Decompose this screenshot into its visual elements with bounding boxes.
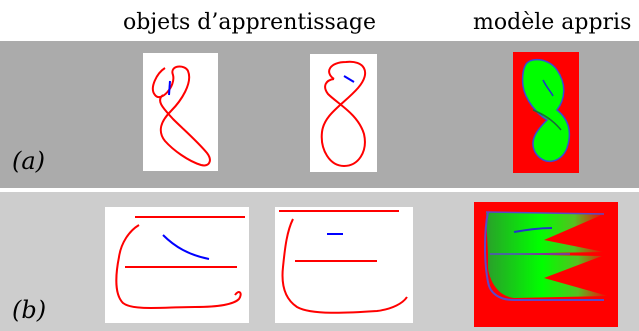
blue-stroke — [344, 76, 354, 82]
row-b-training-sketch-2 — [275, 207, 413, 323]
model-lower-wedge — [488, 254, 608, 298]
model-shape — [523, 60, 570, 162]
header-training-objects: objets d’apprentissage — [123, 10, 376, 36]
red-stroke-contour — [283, 219, 407, 313]
model-upper-wedge — [486, 212, 604, 254]
row-b-learned-model — [474, 202, 618, 327]
row-b-label: (b) — [12, 296, 46, 324]
red-stroke — [153, 66, 210, 165]
header-learned-model: modèle appris — [473, 10, 631, 36]
row-a-training-sketch-2 — [310, 54, 377, 172]
row-a-label: (a) — [12, 147, 45, 175]
blue-stroke — [163, 235, 209, 259]
row-a-learned-model — [513, 52, 579, 173]
row-b-training-sketch-1 — [105, 207, 249, 323]
row-a-training-sketch-1 — [143, 53, 218, 171]
blue-stroke — [169, 81, 170, 95]
red-stroke — [322, 62, 365, 166]
